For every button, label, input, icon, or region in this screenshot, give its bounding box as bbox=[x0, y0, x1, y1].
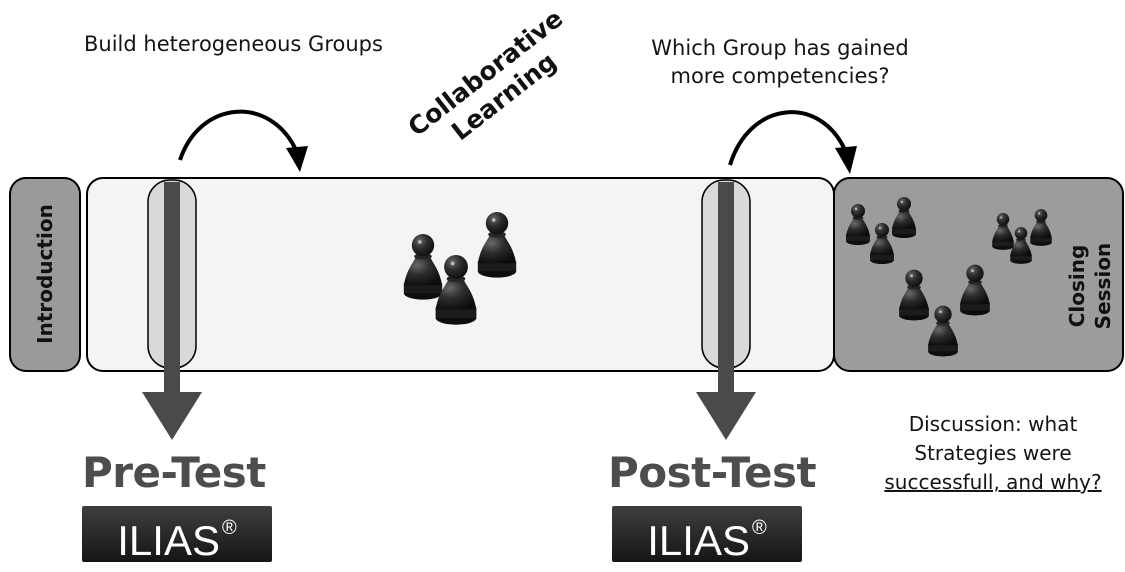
discussion-line-1: Discussion: what bbox=[908, 412, 1078, 436]
closing-session-label: Closing Session bbox=[1064, 211, 1116, 361]
build-groups-arrow-head bbox=[286, 146, 308, 172]
which-group-arrow-head bbox=[835, 146, 857, 174]
pre-test-ilias-logo: ILIAS® bbox=[82, 506, 272, 564]
closing-line-1: Closing bbox=[1065, 244, 1089, 328]
registered-mark: ® bbox=[221, 517, 237, 539]
post-test-arrow-shaft bbox=[718, 182, 734, 400]
registered-mark: ® bbox=[751, 517, 767, 539]
which-group-note: Which Group has gained more competencies… bbox=[620, 34, 940, 90]
post-test-arrow-head bbox=[696, 392, 756, 440]
discussion-line-3: successfull, and why? bbox=[884, 470, 1102, 494]
pre-test-arrow-shaft bbox=[164, 182, 180, 400]
which-group-curve-arrow bbox=[728, 110, 847, 166]
ilias-logo-text: ILIAS bbox=[647, 517, 750, 564]
build-groups-curve-arrow bbox=[178, 109, 298, 161]
post-test-ilias-logo: ILIAS® bbox=[612, 506, 802, 564]
closing-line-2: Session bbox=[1091, 242, 1115, 330]
ilias-logo-text: ILIAS bbox=[117, 517, 220, 564]
which-group-line-1: Which Group has gained bbox=[651, 36, 909, 60]
pre-test-title: Pre-Test bbox=[82, 448, 266, 497]
build-groups-note: Build heterogeneous Groups bbox=[84, 32, 383, 56]
introduction-label: Introduction bbox=[33, 204, 57, 344]
discussion-line-2: Strategies were bbox=[914, 441, 1072, 465]
which-group-line-2: more competencies? bbox=[670, 64, 890, 88]
post-test-title: Post-Test bbox=[608, 448, 817, 497]
discussion-note: Discussion: what Strategies were success… bbox=[862, 410, 1124, 497]
introduction-box bbox=[9, 177, 81, 372]
pre-test-arrow-head bbox=[142, 392, 202, 440]
